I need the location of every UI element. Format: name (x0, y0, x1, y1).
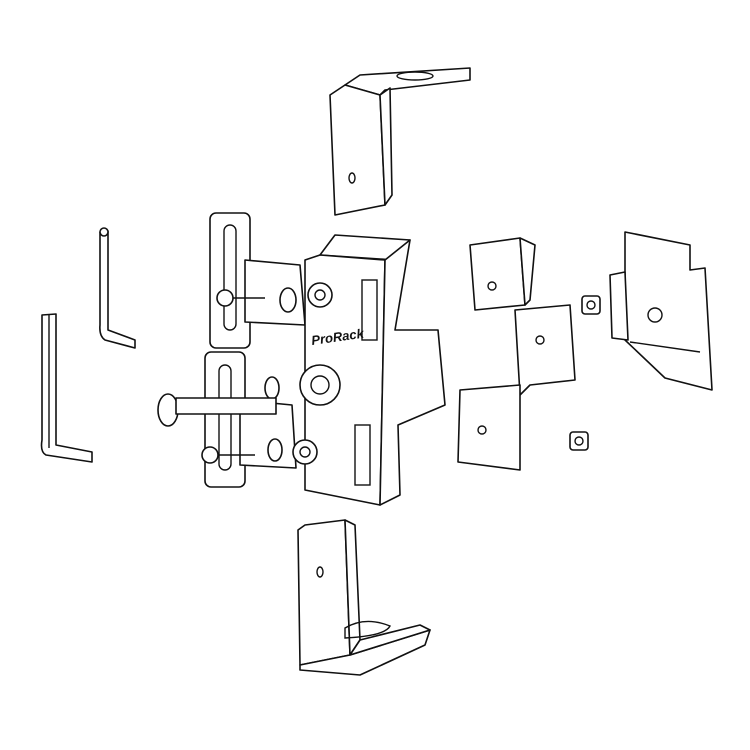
brand-logo: ProRack (310, 326, 365, 348)
hex-key-short (99, 227, 136, 349)
upper-clamp-plate (209, 212, 306, 349)
bottom-l-bracket (297, 519, 431, 676)
square-nut-upper (581, 295, 601, 315)
square-nut-lower (569, 431, 589, 451)
adapter-bracket (457, 237, 576, 471)
rear-channel-plate (609, 231, 713, 391)
lower-clamp-plate (201, 351, 297, 488)
long-bolt (157, 393, 277, 427)
main-mount-body: ProRack (292, 234, 446, 506)
hex-key-long (40, 313, 93, 463)
top-l-bracket (329, 67, 471, 216)
